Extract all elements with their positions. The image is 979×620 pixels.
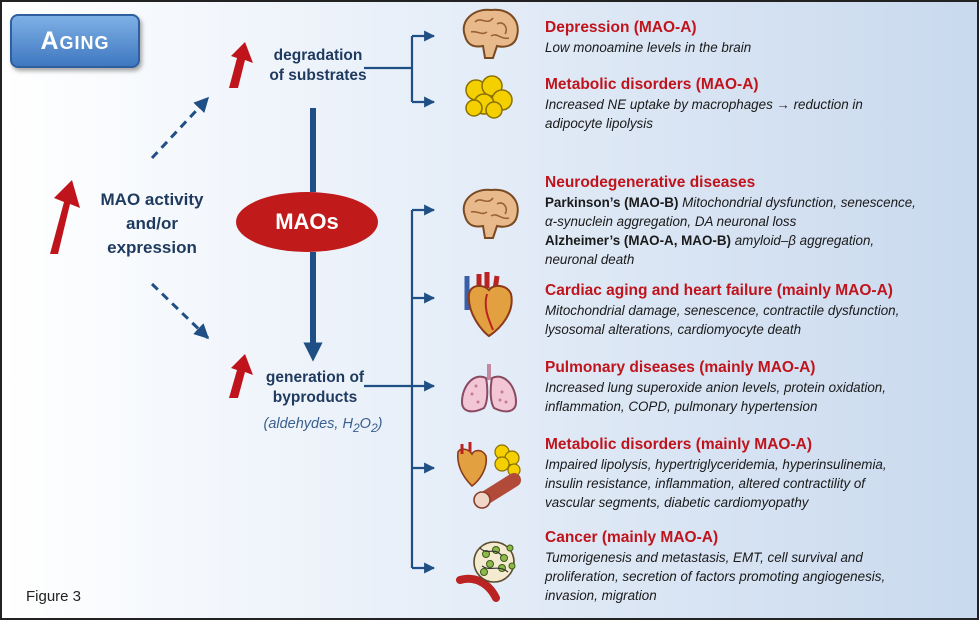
generation-line2: byproducts bbox=[272, 389, 358, 406]
dashed-arrow-down bbox=[150, 282, 210, 340]
up-arrow-icon-generation bbox=[229, 354, 253, 398]
entry-desc-line: invasion, migration bbox=[545, 588, 657, 603]
mao-activity-line2: and/or bbox=[126, 214, 178, 233]
entry-desc-line: lysosomal alterations, cardiomyocyte dea… bbox=[545, 322, 802, 337]
entry-metabolic-mao-a: Metabolic disorders (MAO-A) Increased NE… bbox=[545, 75, 965, 133]
alzheimers-label: Alzheimer’s (MAO-A, MAO-B) bbox=[545, 233, 731, 248]
alzheimers-text-line2: neuronal death bbox=[545, 252, 635, 267]
up-arrow-icon-degradation bbox=[229, 42, 253, 88]
degradation-line2: of substrates bbox=[269, 67, 367, 84]
heart-icon bbox=[464, 272, 513, 338]
entry-heading: Neurodegenerative diseases bbox=[545, 174, 756, 191]
heart-fat-vessel-icon bbox=[457, 442, 521, 509]
entry-pulmonary: Pulmonary diseases (mainly MAO-A) Increa… bbox=[545, 358, 965, 416]
entry-desc-line: inflammation, COPD, pulmonary hypertensi… bbox=[545, 399, 818, 414]
entry-desc-line: Increased NE uptake by macrophages → red… bbox=[545, 97, 863, 112]
generation-line1: generation of bbox=[265, 369, 365, 386]
entry-desc-line: Increased lung superoxide anion levels, … bbox=[545, 380, 886, 395]
fat-cells-icon bbox=[465, 75, 513, 119]
entry-heading: Cancer (mainly MAO-A) bbox=[545, 529, 719, 546]
entry-depression: Depression (MAO-A) Low monoamine levels … bbox=[545, 18, 965, 57]
entry-desc-line: Mitochondrial damage, senescence, contra… bbox=[545, 303, 900, 318]
parkinsons-text-line2: α-synuclein aggregation, DA neuronal los… bbox=[545, 214, 797, 229]
figure-label: Figure 3 bbox=[26, 588, 82, 605]
alzheimers-text: amyloid–β aggregation, bbox=[731, 233, 875, 248]
parkinsons-text: Mitochondrial dysfunction, senescence, bbox=[678, 195, 916, 210]
parkinsons-label: Parkinson’s (MAO-B) bbox=[545, 195, 679, 210]
entry-desc-line: vascular segments, diabetic cardiomyopat… bbox=[545, 495, 809, 510]
aging-label: Aging bbox=[10, 14, 140, 68]
mao-activity-label: MAO activity and/or expression bbox=[90, 188, 214, 260]
dashed-arrow-up bbox=[150, 96, 210, 160]
maos-ellipse: MAOs bbox=[236, 192, 378, 252]
entry-desc-line: proliferation, secretion of factors prom… bbox=[545, 569, 886, 584]
entry-neurodegenerative: Neurodegenerative diseases Parkinson’s (… bbox=[545, 173, 973, 269]
lungs-icon bbox=[460, 364, 518, 413]
entry-metabolic-mainly-mao-a: Metabolic disorders (mainly MAO-A) Impai… bbox=[545, 435, 965, 512]
entry-desc-line: Impaired lipolysis, hypertriglyceridemia… bbox=[545, 457, 887, 472]
entry-heading: Metabolic disorders (MAO-A) bbox=[545, 76, 759, 93]
generation-label: generation of byproducts bbox=[252, 368, 378, 408]
entry-heading: Pulmonary diseases (mainly MAO-A) bbox=[545, 359, 816, 376]
entry-desc-line: Tumorigenesis and metastasis, EMT, cell … bbox=[545, 550, 863, 565]
tumor-icon bbox=[456, 541, 516, 602]
entry-cancer: Cancer (mainly MAO-A) Tumorigenesis and … bbox=[545, 528, 965, 605]
entry-desc-line: Low monoamine levels in the brain bbox=[545, 40, 752, 55]
entry-desc-line: insulin resistance, inflammation, altere… bbox=[545, 476, 866, 491]
entry-heading: Cardiac aging and heart failure (mainly … bbox=[545, 282, 893, 299]
entry-desc-line: adipocyte lipolysis bbox=[545, 116, 653, 131]
entry-heading: Depression (MAO-A) bbox=[545, 19, 697, 36]
mao-activity-line3: expression bbox=[107, 238, 197, 257]
brain-icon bbox=[462, 188, 519, 239]
byproducts-note: (aldehydes, H2O2) bbox=[263, 416, 383, 435]
mao-activity-line1: MAO activity bbox=[100, 190, 204, 209]
up-arrow-icon-activity bbox=[50, 180, 80, 254]
brain-icon bbox=[462, 8, 519, 59]
degradation-label: degradation of substrates bbox=[254, 46, 382, 86]
entry-heading: Metabolic disorders (mainly MAO-A) bbox=[545, 436, 812, 453]
degradation-line1: degradation bbox=[273, 47, 363, 64]
entry-cardiac: Cardiac aging and heart failure (mainly … bbox=[545, 281, 965, 339]
